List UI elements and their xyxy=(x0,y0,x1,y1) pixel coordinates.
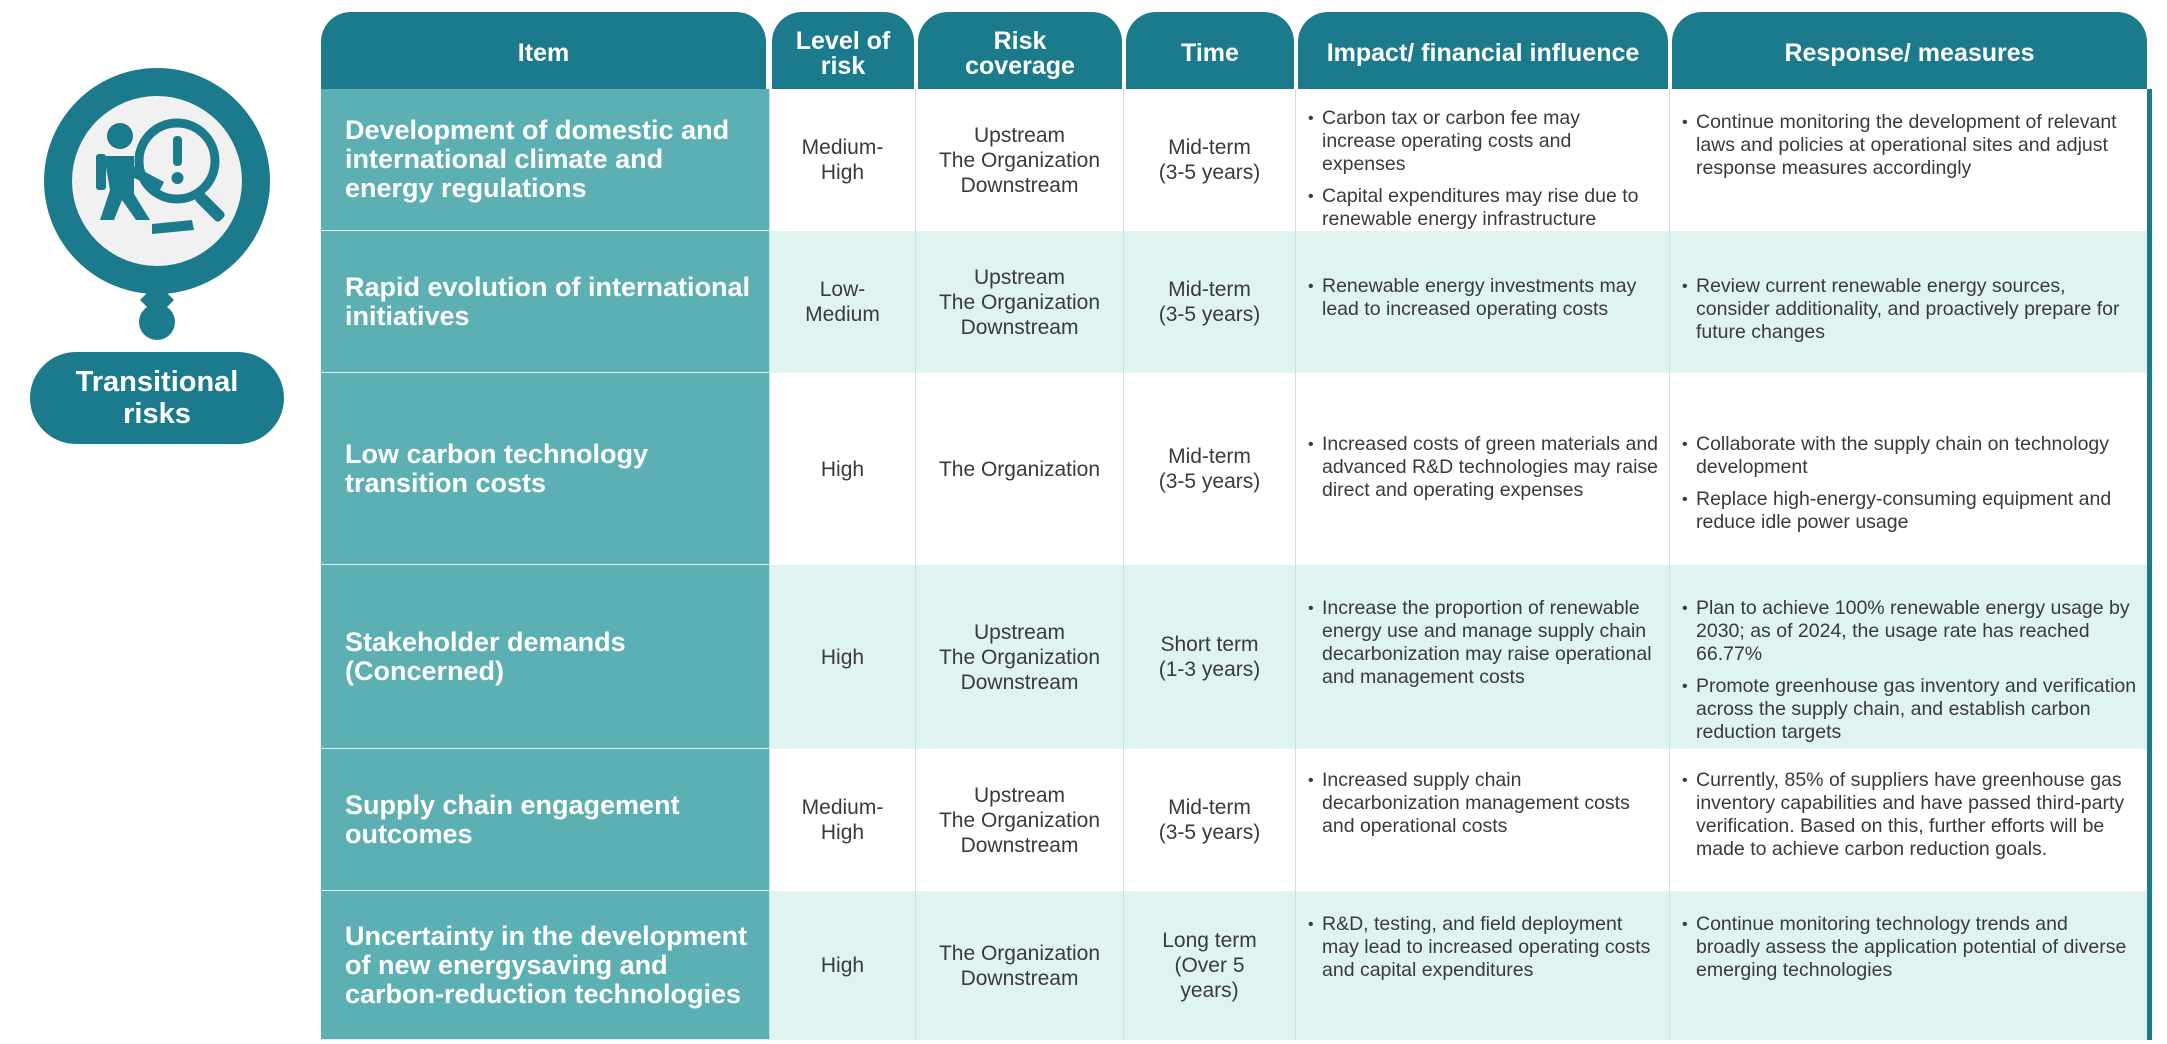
header-level-of-risk: Level of risk xyxy=(772,12,914,89)
table-row: Development of domestic and internationa… xyxy=(321,89,2147,253)
table-header: Item Level of risk Risk coverage Time Im… xyxy=(321,12,2155,89)
table-row: Stakeholder demands (Concerned) High Ups… xyxy=(321,565,2147,749)
coverage-cell: The Organization xyxy=(916,373,1124,565)
header-time: Time xyxy=(1126,12,1294,89)
impact-cell: Carbon tax or carbon fee may increase op… xyxy=(1296,89,1670,253)
item-cell: Stakeholder demands (Concerned) xyxy=(321,565,770,749)
response-bullet: Continue monitoring the development of r… xyxy=(1682,111,2137,180)
item-cell: Uncertainty in the development of new en… xyxy=(321,891,770,1040)
transitional-risks-badge: Transitional risks xyxy=(30,66,294,446)
response-bullet: Promote greenhouse gas inventory and ver… xyxy=(1682,675,2137,744)
response-bullet: Currently, 85% of suppliers have greenho… xyxy=(1682,769,2137,861)
impact-bullet: Carbon tax or carbon fee may increase op… xyxy=(1308,107,1659,176)
coverage-cell: Upstream The Organization Downstream xyxy=(916,565,1124,749)
impact-bullet: Increased supply chain decarbonization m… xyxy=(1308,769,1659,838)
impact-bullet: Increased costs of green materials and a… xyxy=(1308,433,1659,502)
coverage-cell: Upstream The Organization Downstream xyxy=(916,749,1124,891)
header-response: Response/ measures xyxy=(1672,12,2147,89)
item-cell: Development of domestic and internationa… xyxy=(321,89,770,231)
header-risk-coverage: Risk coverage xyxy=(918,12,1122,89)
transitional-risks-table: Item Level of risk Risk coverage Time Im… xyxy=(321,12,2155,1040)
badge-title: Transitional risks xyxy=(30,352,284,444)
table-row: Supply chain engagement outcomes Medium-… xyxy=(321,749,2147,891)
item-cell: Supply chain engagement outcomes xyxy=(321,749,770,891)
response-bullet: Continue monitoring technology trends an… xyxy=(1682,913,2137,982)
level-cell: Medium- High xyxy=(770,89,916,231)
time-cell: Short term (1-3 years) xyxy=(1124,565,1296,749)
level-cell: Low- Medium xyxy=(770,231,916,373)
coverage-cell: The Organization Downstream xyxy=(916,891,1124,1040)
response-bullet: Collaborate with the supply chain on tec… xyxy=(1682,433,2137,479)
response-cell: Continue monitoring technology trends an… xyxy=(1670,891,2147,1040)
level-cell: High xyxy=(770,373,916,565)
impact-bullet: R&D, testing, and field deployment may l… xyxy=(1308,913,1659,982)
response-bullet: Review current renewable energy sources,… xyxy=(1682,275,2137,344)
table-row: Uncertainty in the development of new en… xyxy=(321,891,2147,1040)
impact-bullet: Increase the proportion of renewable ene… xyxy=(1308,597,1659,689)
header-item: Item xyxy=(321,12,766,89)
coverage-cell: Upstream The Organization Downstream xyxy=(916,231,1124,373)
response-bullet: Replace high-energy-consuming equipment … xyxy=(1682,488,2137,534)
response-cell: Collaborate with the supply chain on tec… xyxy=(1670,373,2147,565)
impact-cell: Renewable energy investments may lead to… xyxy=(1296,231,1670,373)
badge-pin-dot xyxy=(139,304,175,340)
coverage-cell: Upstream The Organization Downstream xyxy=(916,89,1124,231)
item-cell: Rapid evolution of international initiat… xyxy=(321,231,770,373)
impact-cell: R&D, testing, and field deployment may l… xyxy=(1296,891,1670,1040)
time-cell: Mid-term (3-5 years) xyxy=(1124,749,1296,891)
impact-cell: Increased costs of green materials and a… xyxy=(1296,373,1670,565)
level-cell: Medium- High xyxy=(770,749,916,891)
response-cell: Currently, 85% of suppliers have greenho… xyxy=(1670,749,2147,891)
level-cell: High xyxy=(770,565,916,749)
response-cell: Plan to achieve 100% renewable energy us… xyxy=(1670,565,2147,749)
impact-bullet: Renewable energy investments may lead to… xyxy=(1308,275,1659,321)
table-right-border xyxy=(2147,89,2152,1040)
table-row: Rapid evolution of international initiat… xyxy=(321,231,2147,373)
response-cell: Continue monitoring the development of r… xyxy=(1670,89,2147,231)
response-cell: Review current renewable energy sources,… xyxy=(1670,231,2147,373)
table-row: Low carbon technology transition costs H… xyxy=(321,373,2147,565)
time-cell: Mid-term (3-5 years) xyxy=(1124,231,1296,373)
time-cell: Mid-term (3-5 years) xyxy=(1124,373,1296,565)
impact-cell: Increase the proportion of renewable ene… xyxy=(1296,565,1670,749)
response-bullet: Plan to achieve 100% renewable energy us… xyxy=(1682,597,2137,666)
time-cell: Mid-term (3-5 years) xyxy=(1124,89,1296,231)
header-impact: Impact/ financial influence xyxy=(1298,12,1668,89)
impact-cell: Increased supply chain decarbonization m… xyxy=(1296,749,1670,891)
item-cell: Low carbon technology transition costs xyxy=(321,373,770,565)
time-cell: Long term (Over 5 years) xyxy=(1124,891,1296,1040)
risk-person-magnifier-icon xyxy=(96,118,225,234)
level-cell: High xyxy=(770,891,916,1040)
